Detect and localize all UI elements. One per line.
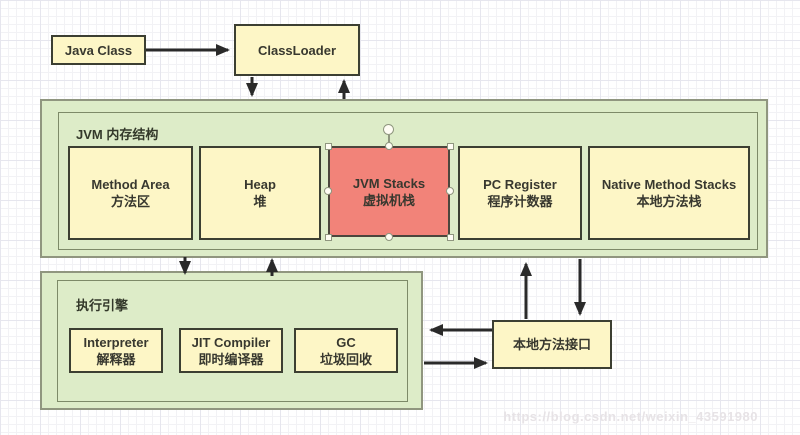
resize-handle-top-center[interactable] (385, 142, 393, 150)
node-java-class[interactable]: Java Class (51, 35, 146, 65)
node-classloader[interactable]: ClassLoader (234, 24, 360, 76)
node-jit-compiler-label-en: JIT Compiler (191, 334, 271, 350)
resize-handle-bottom-left[interactable] (325, 234, 332, 241)
node-method-area[interactable]: Method Area 方法区 (68, 146, 193, 240)
node-classloader-label: ClassLoader (257, 42, 337, 58)
rotation-handle[interactable] (383, 124, 394, 135)
node-heap-label-en: Heap (244, 177, 276, 192)
node-native-method-stacks[interactable]: Native Method Stacks 本地方法栈 (588, 146, 750, 240)
node-heap-label-zh: 堆 (253, 194, 267, 209)
node-method-area-label-en: Method Area (91, 177, 170, 192)
resize-handle-top-left[interactable] (325, 143, 332, 150)
node-gc-label-en: GC (336, 334, 356, 350)
node-jvm-stacks-label-en: JVM Stacks (352, 175, 426, 191)
node-method-area-label-zh: 方法区 (110, 194, 150, 209)
node-interpreter-label-zh: 解释器 (96, 351, 136, 367)
node-native-method-stacks-label-en: Native Method Stacks (601, 177, 737, 192)
resize-handle-bottom-right[interactable] (447, 234, 454, 241)
resize-handle-bottom-center[interactable] (385, 233, 393, 241)
node-native-method-interface-label: 本地方法接口 (512, 337, 591, 352)
resize-handle-mid-right[interactable] (446, 187, 454, 195)
node-jit-compiler-label-zh: 即时编译器 (198, 351, 264, 367)
node-native-method-interface[interactable]: 本地方法接口 (492, 320, 612, 369)
resize-handle-mid-left[interactable] (324, 187, 332, 195)
node-native-method-stacks-label-zh: 本地方法栈 (636, 194, 702, 209)
node-pc-register-label-en: PC Register (483, 177, 557, 192)
node-pc-register-label-zh: 程序计数器 (487, 194, 553, 209)
node-interpreter-label-en: Interpreter (83, 334, 149, 350)
node-jit-compiler[interactable]: JIT Compiler 即时编译器 (179, 328, 283, 373)
region-jvm-memory-title: JVM 内存结构 (76, 127, 159, 142)
node-java-class-label: Java Class (64, 42, 133, 58)
resize-handle-top-right[interactable] (447, 143, 454, 150)
node-heap[interactable]: Heap 堆 (199, 146, 321, 240)
node-jvm-stacks[interactable]: JVM Stacks 虚拟机栈 (328, 146, 450, 237)
watermark-url: https://blog.csdn.net/weixin_43591980 (503, 409, 758, 424)
node-gc-label-zh: 垃圾回收 (319, 351, 372, 367)
node-gc[interactable]: GC 垃圾回收 (294, 328, 398, 373)
node-interpreter[interactable]: Interpreter 解释器 (69, 328, 163, 373)
region-execution-engine-title: 执行引擎 (76, 298, 129, 313)
node-jvm-stacks-label-zh: 虚拟机栈 (362, 192, 415, 208)
node-pc-register[interactable]: PC Register 程序计数器 (458, 146, 582, 240)
rotation-handle-stem (388, 135, 390, 146)
